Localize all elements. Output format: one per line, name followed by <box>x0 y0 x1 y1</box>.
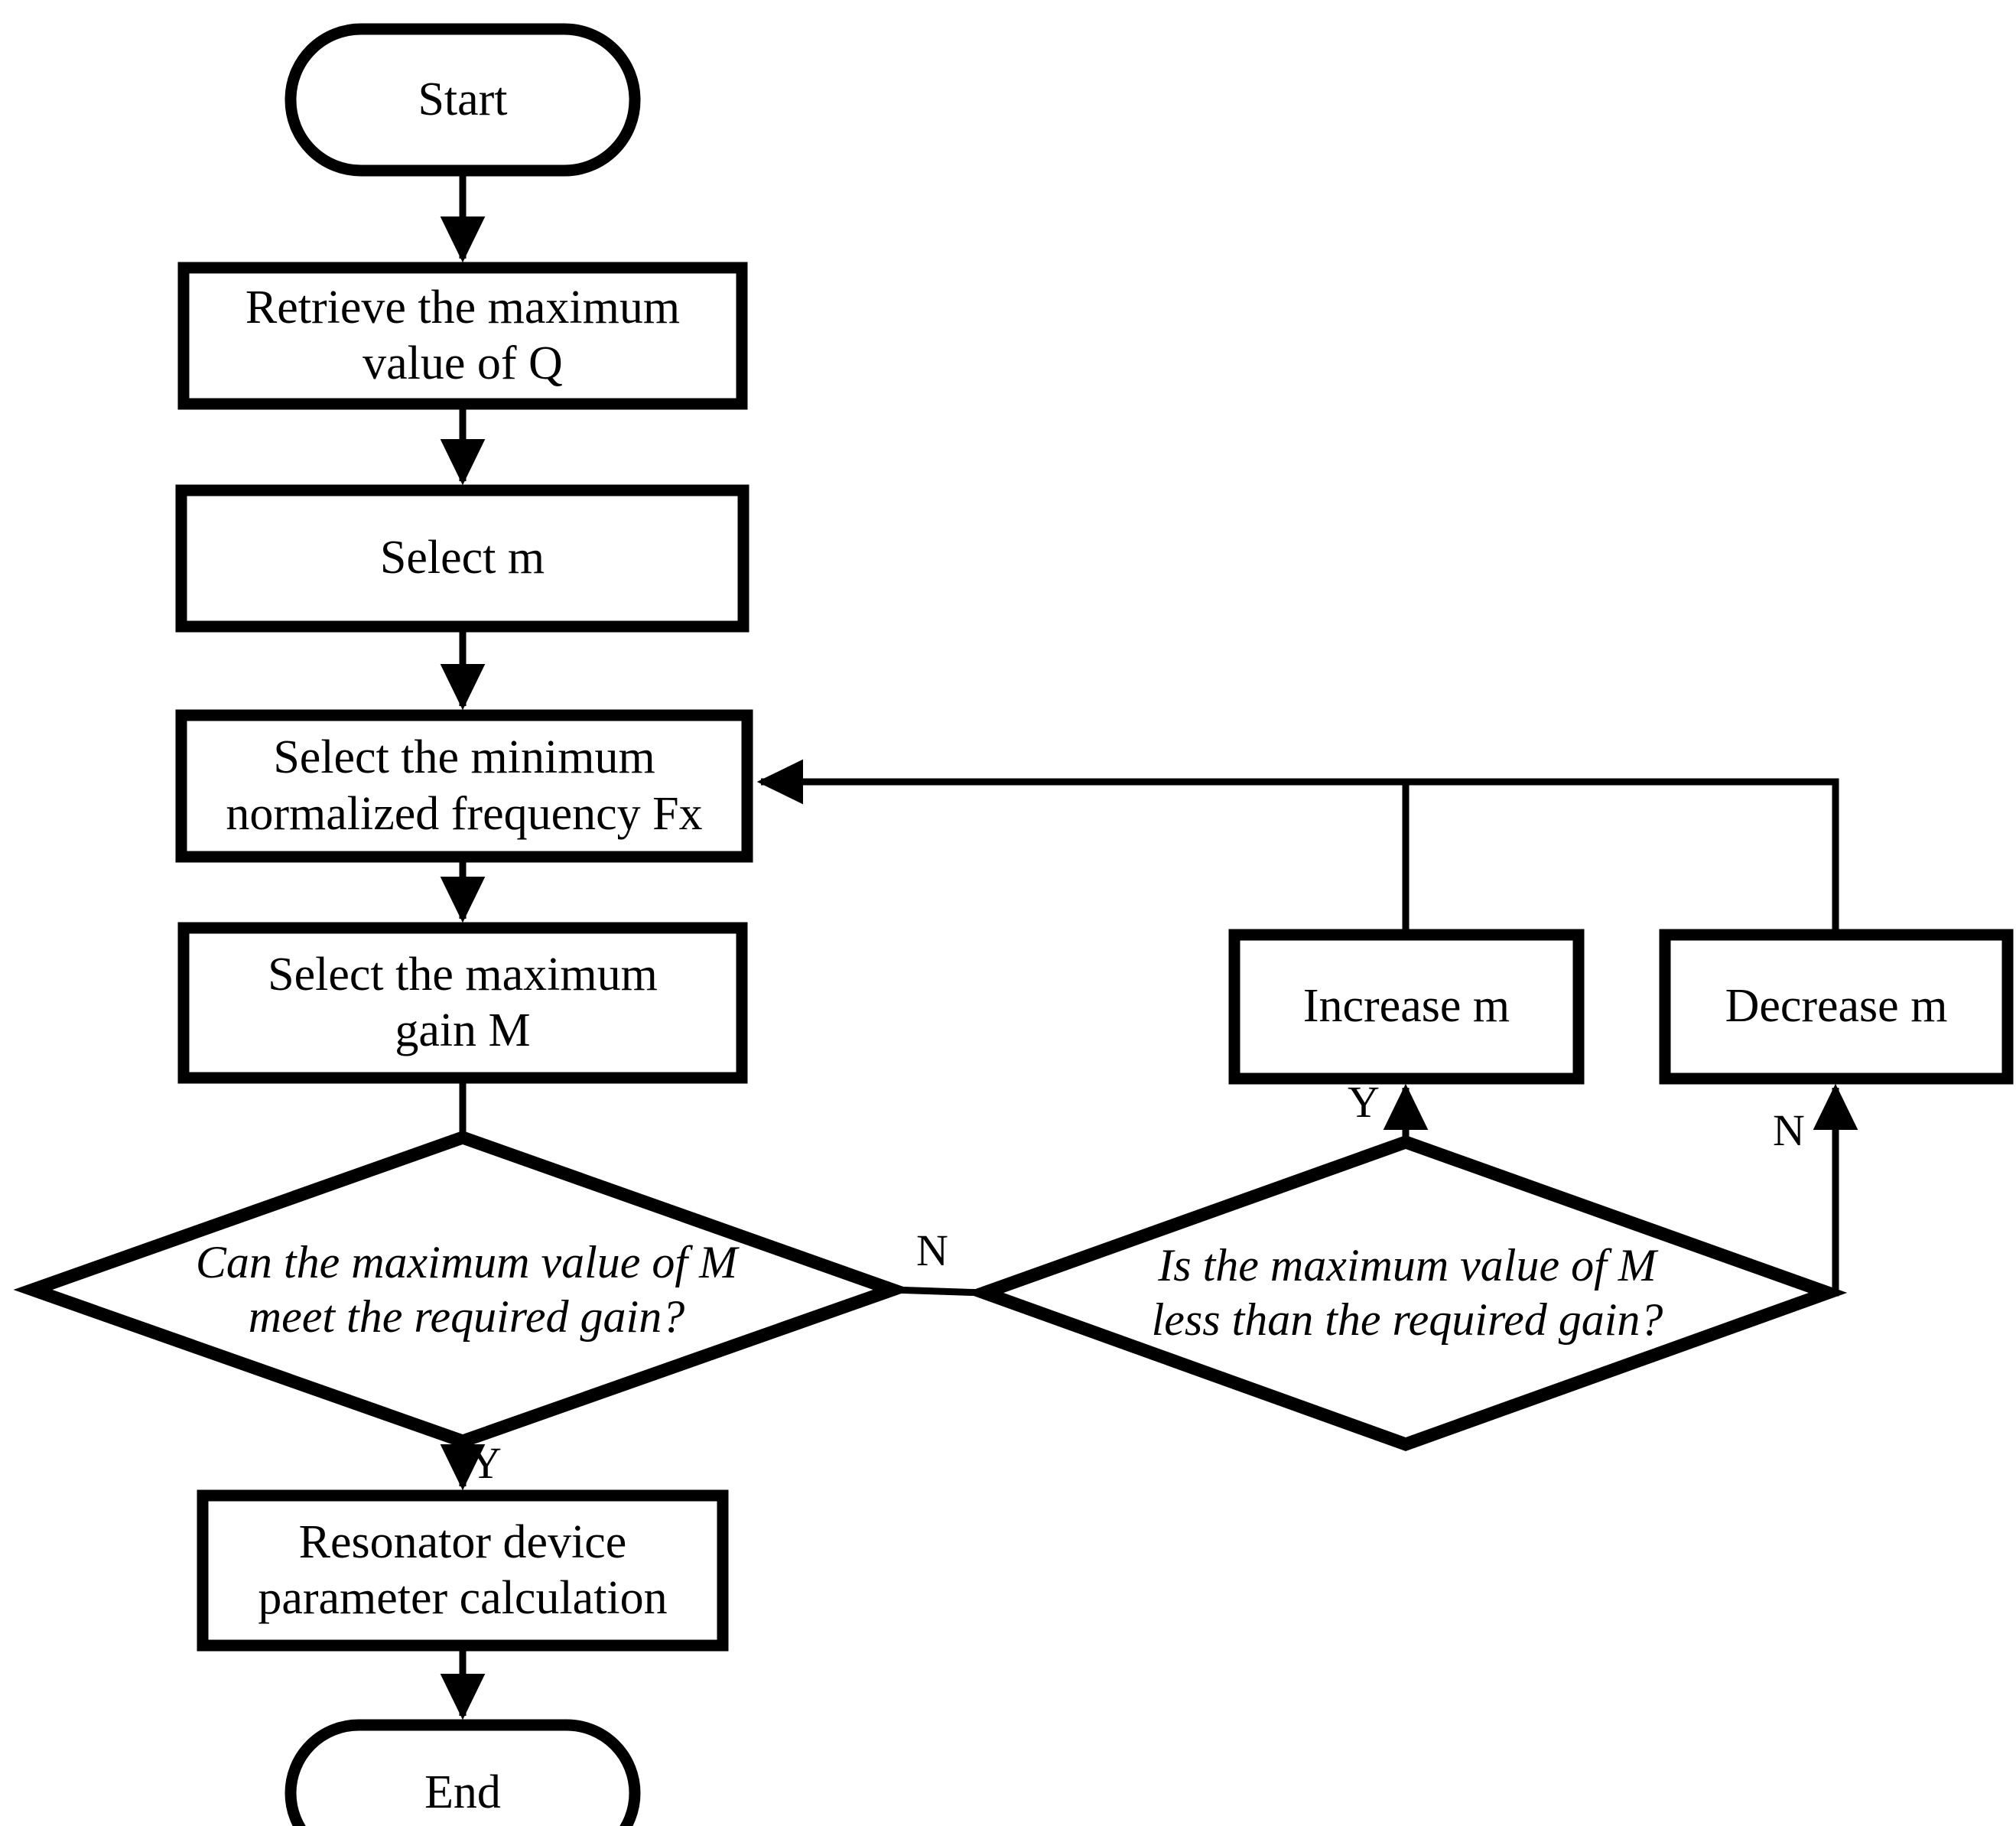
increase-m-node-shape <box>1228 929 1585 1085</box>
end-node-shape <box>285 1719 641 1826</box>
select-m-node-shape <box>175 484 749 633</box>
select-fx-node-shape <box>175 709 753 863</box>
start-node-shape <box>285 23 641 177</box>
edge-increase-m-feedback-to-select-fx <box>756 759 1410 935</box>
decision-meet-node-shape <box>13 1130 912 1449</box>
edge-decision-meet-no-to-decision-less <box>892 1286 985 1297</box>
decision-less-node-shape <box>964 1134 1848 1452</box>
edge-decrease-m-feedback-to-select-fx <box>1406 778 1839 935</box>
decrease-m-node-shape <box>1659 929 2014 1085</box>
select-gain-node-shape <box>177 922 748 1084</box>
edge-decision-less-no-to-decrease-m <box>1813 1083 1858 1297</box>
resonator-node-shape <box>197 1489 729 1652</box>
retrieve-q-node-shape <box>177 262 748 410</box>
